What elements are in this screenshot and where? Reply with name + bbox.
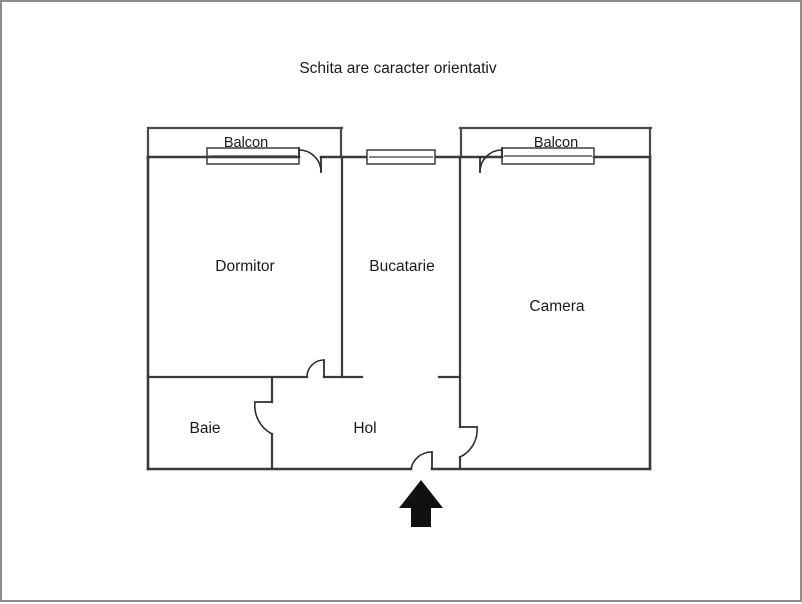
baie-door-swing-arc [254, 401, 273, 435]
camera-door [459, 426, 478, 458]
room-label-dormitor: Dormitor [215, 258, 274, 275]
camera-door-swing-arc [459, 426, 478, 458]
entry-door-swing-arc [410, 451, 433, 470]
entry-door [410, 451, 433, 470]
balcon-right-enclosure: Balcon [458, 126, 653, 165]
balcon-left-door-swing-arc [298, 149, 322, 173]
entrance-arrow [399, 480, 443, 527]
room-label-bucatarie: Bucatarie [369, 258, 434, 275]
balcon-right-door-swing-arc [479, 149, 503, 173]
page-title: Schita are caracter orientativ [299, 60, 497, 77]
dormitor-door-swing-arc [306, 359, 325, 378]
bucatarie-window [366, 149, 436, 165]
balcon-right-door [479, 147, 503, 173]
dormitor-door [306, 359, 325, 378]
baie-door [254, 401, 273, 435]
balcon-left-door [298, 147, 322, 173]
balcon-right-label: Balcon [534, 135, 578, 151]
balcon-left-enclosure: Balcon [146, 126, 344, 165]
room-label-baie: Baie [189, 420, 220, 437]
room-label-camera: Camera [529, 298, 585, 315]
balcon-left-label: Balcon [224, 135, 268, 151]
room-label-hol: Hol [353, 420, 376, 437]
